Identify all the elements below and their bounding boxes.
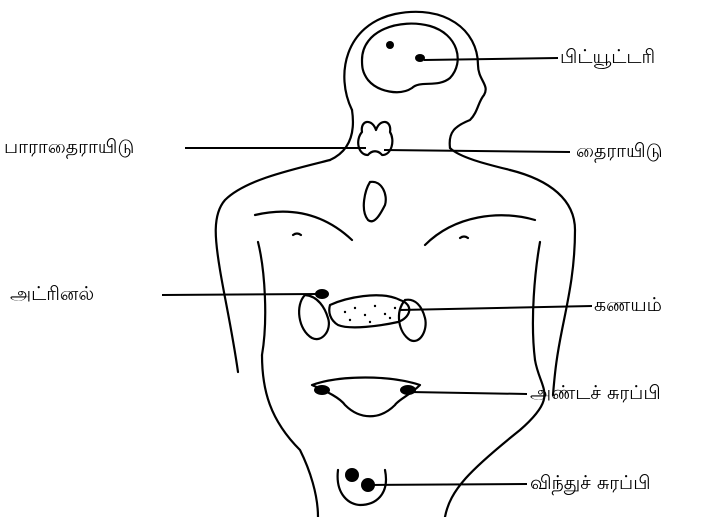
head-outline <box>344 12 485 148</box>
right-nipple <box>460 237 468 239</box>
pituitary-dot-1 <box>386 41 394 49</box>
pelvis <box>312 378 420 417</box>
right-shoulder <box>510 170 575 395</box>
heart-shape <box>364 182 386 222</box>
adrenal-leader <box>162 294 318 295</box>
pancreas-texture <box>344 305 396 323</box>
label-pancreas: கணயம் <box>594 296 662 315</box>
left-armpit <box>258 242 265 355</box>
label-parathyroid: பாராதைராயிடு <box>4 138 134 157</box>
left-hip <box>262 355 318 517</box>
label-adrenal: அட்ரினல் <box>10 285 94 304</box>
label-pituitary: பிட்யூட்டரி <box>560 48 655 67</box>
pituitary-dot-2 <box>415 54 425 62</box>
testis-left <box>345 468 359 482</box>
right-chest <box>425 215 535 245</box>
label-ovary: அண்டச் சுரப்பி <box>530 384 661 403</box>
pituitary-leader <box>424 58 558 60</box>
right-armpit <box>533 242 540 360</box>
left-kidney <box>299 295 329 339</box>
neck-left <box>330 110 353 160</box>
label-thyroid: தைராயிடு <box>576 142 663 161</box>
left-chest <box>255 212 352 240</box>
thyroid-leader <box>384 150 570 152</box>
ovary-right <box>400 385 416 395</box>
ovary-leader <box>410 392 527 394</box>
ovary-left <box>314 385 330 395</box>
left-shoulder <box>216 160 330 372</box>
testes-leader <box>370 484 527 485</box>
pancreas-leader <box>400 306 592 310</box>
left-nipple <box>293 234 301 236</box>
brain-outline <box>362 24 458 93</box>
label-testes: விந்துச் சுரப்பி <box>530 474 651 493</box>
